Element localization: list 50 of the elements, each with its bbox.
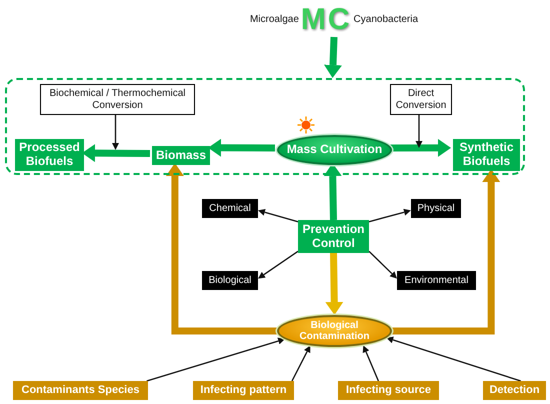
node-label: Prevention Control [301,222,366,250]
arrow [386,336,521,382]
node-label: Detection [489,384,540,397]
node-label: Chemical [209,202,251,214]
arrow [208,138,276,157]
category-box [397,271,476,290]
node-label: Contaminants Species [22,384,140,397]
node-label: Infecting pattern [200,384,287,397]
category-box [411,199,461,218]
arrow [324,36,342,78]
arrow [166,163,277,334]
arrow [368,250,398,279]
process-box [152,146,210,165]
process-ellipse [277,315,392,347]
node-label: Physical [417,202,455,214]
factor-box [483,381,546,400]
stylized-letters: MC [300,2,352,38]
node-label: Biochemical / Thermochemical Conversion [48,88,186,111]
category-box [202,199,258,218]
arrow [258,250,298,279]
node-label: Synthetic Biofuels [458,141,514,169]
process-box [390,84,452,115]
arrow [362,345,379,382]
organism-label: Microalgae [250,14,299,26]
node-label: Biological Contamination [298,320,370,342]
group-frame [5,78,525,175]
arrow [82,144,150,162]
factor-box [193,381,294,400]
organism-label: Cyanobacteria [354,14,418,26]
arrow [258,208,298,222]
node-label: Biological [208,274,252,286]
node-label: Processed Biofuels [18,141,81,169]
node-label: Mass Cultivation [286,143,382,157]
arrow [390,138,451,157]
node-label: Biomass [156,148,206,162]
process-box [40,84,195,115]
node-label: Direct Conversion [394,88,448,111]
arrow [392,169,500,334]
factor-box [13,381,148,400]
arrow [291,345,310,382]
arrow [146,338,286,382]
arrow [368,208,411,222]
arrow [416,113,422,148]
arrow [325,252,344,315]
arrow [112,113,119,150]
factor-box [338,381,439,400]
node-label: Environmental [404,274,468,286]
category-box [202,271,258,290]
node-label: Infecting source [346,384,431,397]
process-box [453,139,520,171]
